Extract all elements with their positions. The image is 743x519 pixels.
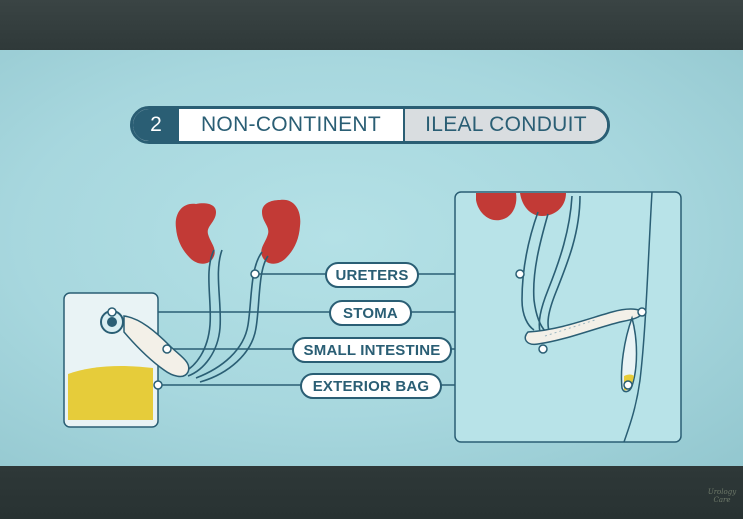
left-kidney-right	[261, 199, 301, 264]
right-ureter-1	[521, 211, 539, 331]
right-intestine-conduit	[524, 308, 643, 346]
left-ureter-4	[199, 255, 269, 383]
ureters-dot-right	[515, 269, 525, 279]
right-ureter-3	[538, 195, 573, 333]
stoma-ring-inner	[107, 317, 117, 327]
left-intestine-segment	[123, 315, 190, 378]
label-exterior-bag: EXTERIOR BAG	[300, 373, 442, 399]
title-number: 2	[133, 109, 179, 141]
small-intestine-dot-right	[538, 344, 548, 354]
left-kidney-left	[175, 203, 216, 264]
body-outline-right	[623, 191, 653, 443]
title-part-b: ILEAL CONDUIT	[403, 109, 607, 141]
right-ureter-4	[547, 195, 581, 335]
exterior-bag-dot-left	[153, 380, 163, 390]
stoma-dot-right	[637, 307, 647, 317]
label-small-intestine: SMALL INTESTINE	[292, 337, 452, 363]
right-kidney-left	[476, 193, 517, 221]
watermark-logo: Urology Care	[707, 488, 737, 504]
left-ureter-1	[183, 249, 215, 373]
left-ureter-2	[187, 249, 223, 377]
bag-urine-fill	[68, 366, 153, 420]
video-frame-top	[0, 0, 743, 50]
right-exterior-bag	[620, 315, 638, 393]
stoma-dot-left	[107, 307, 117, 317]
exterior-bag-dot-right	[623, 380, 633, 390]
ureters-dot-left	[250, 269, 260, 279]
intestine-stitching	[544, 319, 596, 337]
video-frame-bottom	[0, 466, 743, 519]
title-banner: 2 NON-CONTINENT ILEAL CONDUIT	[130, 106, 610, 144]
label-ureters: URETERS	[325, 262, 419, 288]
label-stoma: STOMA	[329, 300, 412, 326]
title-part-a: NON-CONTINENT	[179, 109, 403, 141]
right-ureter-2	[532, 213, 549, 333]
small-intestine-dot-left	[162, 344, 172, 354]
right-kidney-right	[520, 193, 566, 216]
